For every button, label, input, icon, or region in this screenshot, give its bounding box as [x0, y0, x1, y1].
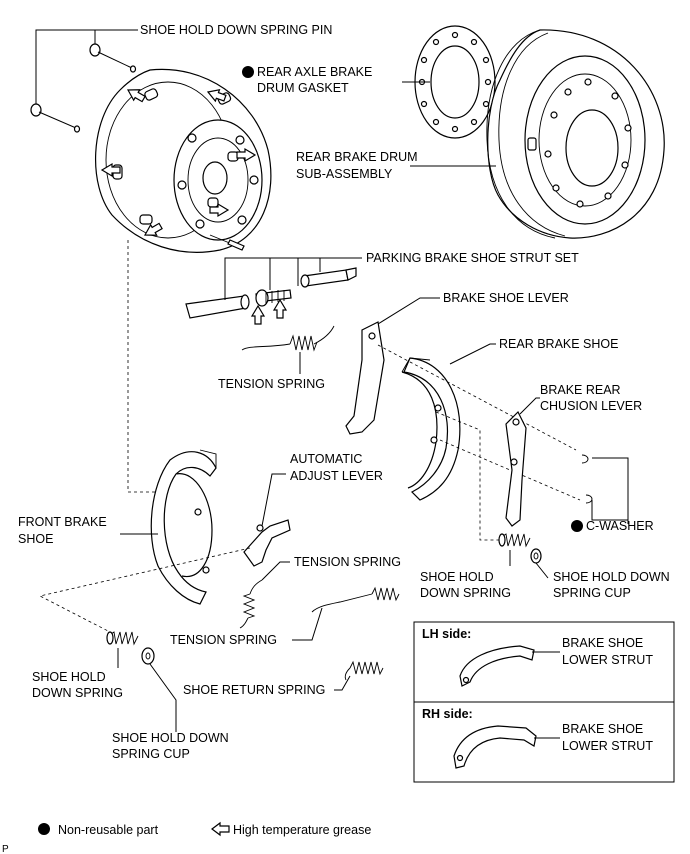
alignment-dashed-line: [127, 240, 160, 493]
dashed-line-cwasher-upper: [377, 344, 577, 451]
tension-spring-lower-leader: [292, 607, 323, 641]
label-drum-gasket-2: DRUM GASKET: [257, 81, 349, 95]
tension-spring-upper: [241, 325, 335, 352]
dashed-line-spring: [435, 411, 500, 541]
dashed-line-cwasher-lower: [439, 439, 581, 501]
non-reusable-marker-c-washer: [571, 520, 583, 532]
shoe-hold-down-spring-cup-left: [141, 647, 155, 665]
return-spring-leader: [334, 675, 351, 691]
rear-brake-drum: [486, 29, 665, 239]
inset-lh-label-2: LOWER STRUT: [562, 653, 653, 667]
grease-arrows-backing-plate: [100, 88, 257, 236]
strut-set-leader-line: [224, 257, 362, 300]
inset-lh-label-1: BRAKE SHOE: [562, 636, 643, 650]
lower-strut-rh: [453, 725, 537, 769]
legend-non-reusable-icon: [38, 823, 50, 835]
c-washer-upper: [581, 454, 589, 464]
corner-code: P: [2, 844, 9, 854]
lower-strut-inset: [413, 621, 675, 783]
spring-cup-right-leader: [535, 562, 549, 579]
rear-brake-shoe-leader: [449, 343, 496, 365]
tension-spring-mid: [239, 579, 263, 629]
c-washer-bracket: [591, 457, 629, 524]
label-spring-left-1: SHOE HOLD: [32, 670, 106, 684]
label-chusion-lever-2: CHUSION LEVER: [540, 399, 642, 413]
inset-rh-label-2: LOWER STRUT: [562, 739, 653, 753]
lower-strut-lh: [459, 645, 535, 687]
label-c-washer: C-WASHER: [586, 519, 654, 533]
label-shoe-return-spring: SHOE RETURN SPRING: [183, 683, 325, 697]
legend-grease-arrow-icon: [211, 821, 230, 837]
dashed-line-front-lower: [38, 547, 251, 633]
label-spring-cup-right-2: SPRING CUP: [553, 586, 631, 600]
rear-axle-brake-drum-gasket: [414, 25, 496, 139]
shoe-return-spring: [344, 660, 384, 681]
label-shoe-hold-down-spring-pin: SHOE HOLD DOWN SPRING PIN: [140, 23, 332, 37]
automatic-adjust-lever: [243, 519, 291, 567]
brake-rear-chusion-lever: [505, 410, 527, 527]
label-rear-brake-shoe: REAR BRAKE SHOE: [499, 337, 618, 351]
label-auto-adjust-2: ADJUST LEVER: [290, 469, 383, 483]
label-brake-shoe-lever: BRAKE SHOE LEVER: [443, 291, 569, 305]
label-spring-cup-right-1: SHOE HOLD DOWN: [553, 570, 670, 584]
legend-grease-text: High temperature grease: [233, 823, 371, 837]
legend-non-reusable-text: Non-reusable part: [58, 823, 159, 837]
label-tension-spring-mid: TENSION SPRING: [294, 555, 401, 569]
inset-rh-title: RH side:: [422, 707, 473, 721]
chusion-lever-leader: [519, 397, 540, 415]
label-spring-right-1: SHOE HOLD: [420, 570, 494, 584]
label-parking-strut-set: PARKING BRAKE SHOE STRUT SET: [366, 251, 579, 265]
inset-lh-title: LH side:: [422, 627, 471, 641]
shoe-hold-down-spring-right: [498, 533, 531, 548]
label-drum-gasket-1: REAR AXLE BRAKE: [257, 65, 372, 79]
label-front-brake-shoe-1: FRONT BRAKE: [18, 515, 107, 529]
shoe-hold-down-spring-pin-lower: [30, 103, 81, 133]
inset-rh-label-1: BRAKE SHOE: [562, 722, 643, 736]
rear-brake-shoe: [401, 357, 461, 501]
label-spring-left-2: DOWN SPRING: [32, 686, 123, 700]
brake-shoe-lever: [345, 321, 385, 435]
shoe-hold-down-spring-cup-right: [530, 548, 542, 564]
spring-cup-left-leader: [149, 663, 177, 732]
label-spring-cup-left-1: SHOE HOLD DOWN: [112, 731, 229, 745]
label-brake-drum-2: SUB-ASSEMBLY: [296, 167, 393, 181]
label-brake-drum-1: REAR BRAKE DRUM: [296, 150, 418, 164]
c-washer-lower: [585, 494, 593, 504]
tension-spring-lower: [311, 586, 400, 613]
tension-spring-mid-leader: [261, 561, 290, 581]
label-spring-right-2: DOWN SPRING: [420, 586, 511, 600]
backing-plate: [94, 68, 272, 253]
front-brake-shoe: [150, 449, 217, 605]
non-reusable-marker-gasket: [242, 66, 254, 78]
label-auto-adjust-1: AUTOMATIC: [290, 452, 362, 466]
label-chusion-lever-1: BRAKE REAR: [540, 383, 621, 397]
label-front-brake-shoe-2: SHOE: [18, 532, 53, 546]
shoe-hold-down-spring-left: [106, 631, 139, 646]
label-tension-spring-lower: TENSION SPRING: [170, 633, 277, 647]
adjust-lever-leader: [261, 473, 286, 527]
shoe-hold-down-spring-pin-upper: [89, 43, 137, 73]
grease-arrows-strut: [250, 298, 288, 325]
label-spring-cup-left-2: SPRING CUP: [112, 747, 190, 761]
label-tension-spring-top: TENSION SPRING: [218, 377, 325, 391]
brake-shoe-lever-leader: [377, 297, 440, 325]
parking-brake-shoe-strut-set: [185, 267, 357, 319]
pin-bracket-line: [35, 29, 96, 104]
